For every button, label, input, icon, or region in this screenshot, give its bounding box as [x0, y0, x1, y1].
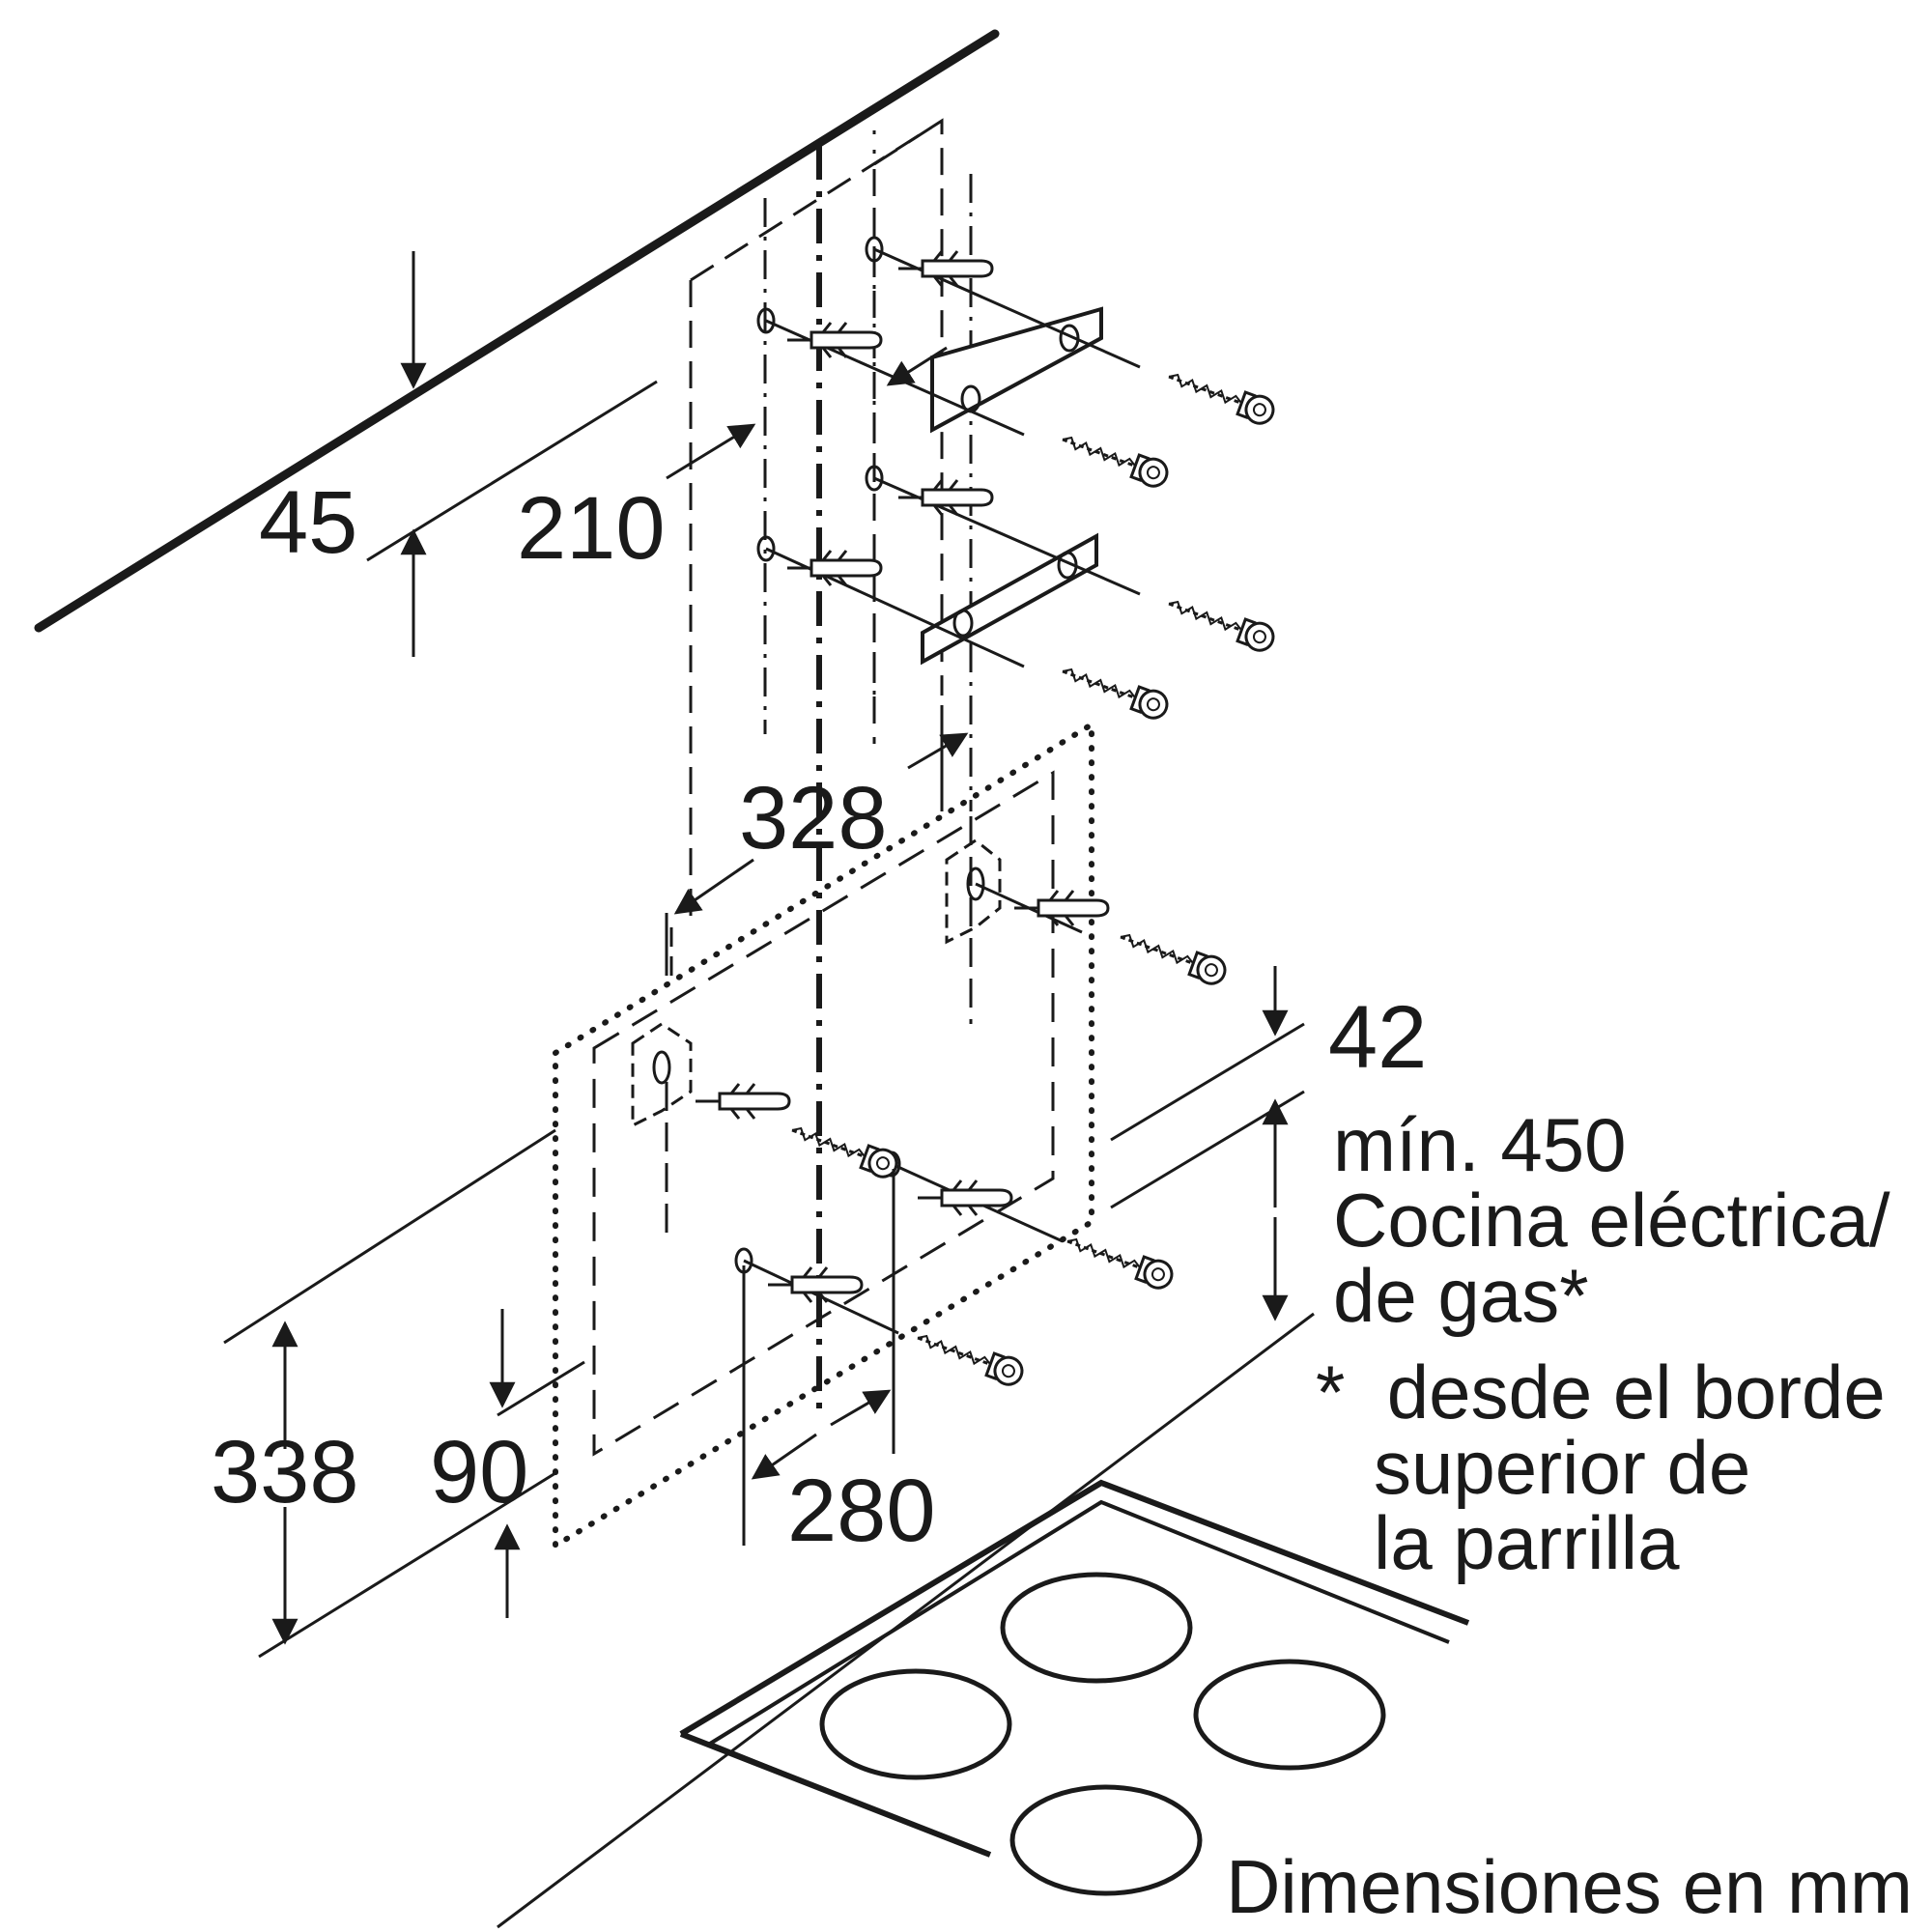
dimension-label-280: 280 — [787, 1462, 936, 1560]
wall-plug-icon — [694, 1082, 791, 1121]
dimension-label-42: 42 — [1328, 988, 1427, 1087]
screw-icon — [911, 1323, 1028, 1390]
footnote-line2: superior de — [1374, 1425, 1750, 1510]
wall-plug-icon — [766, 1265, 864, 1304]
burner-icon — [819, 1668, 1012, 1780]
dimension-label-45: 45 — [259, 473, 357, 572]
clearance-note-line2: Cocina eléctrica/ — [1333, 1178, 1890, 1263]
lower-plate-outline — [553, 719, 1094, 1551]
screw-icon — [1162, 589, 1279, 656]
dimension-label-210: 210 — [517, 479, 666, 578]
screw-icon — [1162, 362, 1279, 429]
screw-icon — [1056, 425, 1173, 492]
dimension-label-328: 328 — [739, 769, 888, 867]
wall-plug-icon — [916, 1179, 1013, 1217]
screw-icon — [785, 1116, 902, 1182]
clearance-note-line3: de gas* — [1333, 1253, 1589, 1338]
burner-icon — [1193, 1659, 1386, 1771]
dimension-label-90: 90 — [430, 1423, 528, 1521]
burner-icon — [1009, 1784, 1203, 1896]
upper-bracket-outline — [689, 118, 944, 927]
footnote-line3: la parrilla — [1374, 1500, 1680, 1585]
dimension-label-338: 338 — [211, 1423, 359, 1521]
ceiling-line — [34, 29, 1000, 633]
lower-fixings — [734, 882, 1083, 1335]
upper-bracket-top — [930, 306, 1103, 434]
units-label: Dimensiones en mm — [1226, 1844, 1913, 1929]
cooktop — [679, 1479, 1470, 1896]
footnote-line1: * desde el borde — [1316, 1350, 1886, 1435]
screw-icon — [1056, 657, 1173, 724]
keyhole-slots — [631, 838, 1002, 1128]
upper-bracket-bottom — [921, 532, 1098, 666]
dimension-lines — [223, 251, 1315, 1929]
screw-icon — [1114, 923, 1231, 989]
upper-fixings — [756, 236, 1141, 668]
burner-icon — [1000, 1572, 1193, 1684]
clearance-note-line1: mín. 450 — [1333, 1102, 1627, 1187]
screw-icon — [1061, 1227, 1178, 1293]
